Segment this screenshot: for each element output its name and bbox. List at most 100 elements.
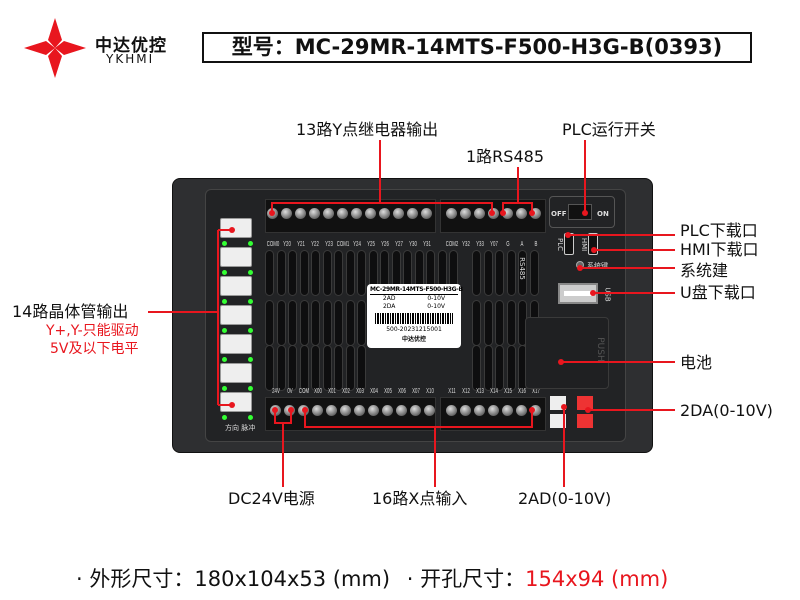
terminal-screw[interactable] <box>530 405 541 416</box>
vent-slot <box>288 250 297 296</box>
terminal-screw[interactable] <box>340 405 351 416</box>
vent-slot <box>265 345 274 391</box>
battery-cover[interactable] <box>525 317 609 389</box>
model-title: 型号：MC-29MR-14MTS-F500-H3G-B(0393) <box>202 32 752 63</box>
brand-name-en: YKHMI <box>106 52 155 66</box>
terminal-screw[interactable] <box>351 208 362 219</box>
terminal-label: COM1 <box>336 241 349 248</box>
footer-specs: · 外形尺寸：180x104x53 (mm) · 开孔尺寸：154x94 (mm… <box>76 563 668 593</box>
terminal-screw[interactable] <box>326 405 337 416</box>
terminal-screw[interactable] <box>368 405 379 416</box>
status-led <box>222 328 227 333</box>
terminal-screw[interactable] <box>530 208 541 219</box>
terminal-screw[interactable] <box>354 405 365 416</box>
terminal-screw[interactable] <box>474 405 485 416</box>
terminal-label: Y21 <box>296 241 305 248</box>
terminal-label: X06 <box>397 388 406 395</box>
size-value: 180x104x53 (mm) <box>194 567 391 591</box>
terminal-screw[interactable] <box>424 405 435 416</box>
vent-slot <box>276 250 286 296</box>
ann-transistor: 14路晶体管输出 <box>12 302 129 321</box>
terminal-screw[interactable] <box>312 405 323 416</box>
vent-slot <box>345 250 355 296</box>
status-led <box>222 386 227 391</box>
terminal-screw[interactable] <box>516 208 527 219</box>
terminal-screw[interactable] <box>460 208 471 219</box>
terminal-label: X10 <box>425 388 434 395</box>
vent-slot <box>322 250 332 296</box>
terminal-label: X05 <box>383 388 392 395</box>
terminal-label: B <box>534 241 537 248</box>
terminal-label: X16 <box>517 388 526 395</box>
terminal-screw[interactable] <box>393 208 404 219</box>
terminal-screw[interactable] <box>446 405 457 416</box>
terminal-screw[interactable] <box>379 208 390 219</box>
ann-da: 2DA(0-10V) <box>680 401 773 420</box>
status-led <box>248 328 253 333</box>
terminal-screw[interactable] <box>382 405 393 416</box>
sticker-text: 2DA <box>382 303 396 310</box>
bottom-terminal-block-left <box>265 397 436 431</box>
switch-off-label: OFF <box>551 210 567 218</box>
terminal-label: Y22 <box>310 241 319 248</box>
system-key-mark: 系统键 <box>587 262 608 270</box>
terminal-screw[interactable] <box>365 208 376 219</box>
terminal-label: Y25 <box>366 241 375 248</box>
terminal-screw[interactable] <box>410 405 421 416</box>
terminal-screw[interactable] <box>281 208 292 219</box>
terminal-screw[interactable] <box>396 405 407 416</box>
terminal-screw[interactable] <box>309 208 320 219</box>
ann-transistor-note2: 5V及以下电平 <box>50 341 139 357</box>
terminal-label: Y23 <box>324 241 333 248</box>
ann-system-key: 系统建 <box>680 261 729 280</box>
logo-icon <box>24 18 86 78</box>
terminal-screw[interactable] <box>446 208 457 219</box>
terminal-screw[interactable] <box>516 405 527 416</box>
status-led <box>248 299 253 304</box>
transistor-output-connector <box>220 218 252 238</box>
vent-slot <box>483 345 493 391</box>
terminal-label: X04 <box>369 388 378 395</box>
transistor-output-connector <box>220 276 252 296</box>
ad-connector <box>550 414 566 428</box>
terminal-screw[interactable] <box>460 405 471 416</box>
switch-housing <box>549 196 615 228</box>
barcode <box>375 313 453 324</box>
sticker-text: 2AD <box>382 295 396 302</box>
vent-slot <box>311 345 320 391</box>
terminal-label: COM0 <box>266 241 279 248</box>
terminal-screw[interactable] <box>407 208 418 219</box>
hole-value: 154x94 (mm) <box>525 567 669 591</box>
terminal-screw[interactable] <box>474 208 485 219</box>
ann-rs485: 1路RS485 <box>466 147 544 166</box>
sticker-model: MC-29MR-14MTS-F500-H3G-B <box>370 286 463 295</box>
terminal-screw[interactable] <box>323 208 334 219</box>
sticker-text: 0-10V <box>427 303 446 310</box>
hmi-port[interactable] <box>588 233 598 255</box>
vent-slot <box>276 345 286 391</box>
terminal-screw[interactable] <box>337 208 348 219</box>
vent-slot <box>495 250 504 296</box>
terminal-label: Y20 <box>282 241 291 248</box>
top-terminal-block-left <box>265 199 436 233</box>
terminal-label: X07 <box>411 388 420 395</box>
sticker-text: 0-10V <box>427 295 446 302</box>
vent-slot <box>472 250 481 296</box>
terminal-label: Y24 <box>352 241 361 248</box>
terminal-screw[interactable] <box>488 405 499 416</box>
terminal-screw[interactable] <box>502 208 513 219</box>
vent-slot <box>357 250 366 296</box>
size-label: · 外形尺寸： <box>76 567 195 591</box>
status-led <box>248 415 253 420</box>
terminal-screw[interactable] <box>421 208 432 219</box>
vent-slot <box>483 250 493 296</box>
terminal-label: Y27 <box>394 241 403 248</box>
da-connector <box>577 396 593 410</box>
vent-slot <box>345 345 355 391</box>
product-sticker: MC-29MR-14MTS-F500-H3G-B 2AD 0-10V 2DA 0-1… <box>367 284 463 348</box>
terminal-screw[interactable] <box>295 208 306 219</box>
ann-x-input: 16路X点输入 <box>372 489 468 508</box>
terminal-label: COM <box>298 388 309 395</box>
terminal-screw[interactable] <box>502 405 513 416</box>
terminal-label: 24V <box>271 388 280 395</box>
